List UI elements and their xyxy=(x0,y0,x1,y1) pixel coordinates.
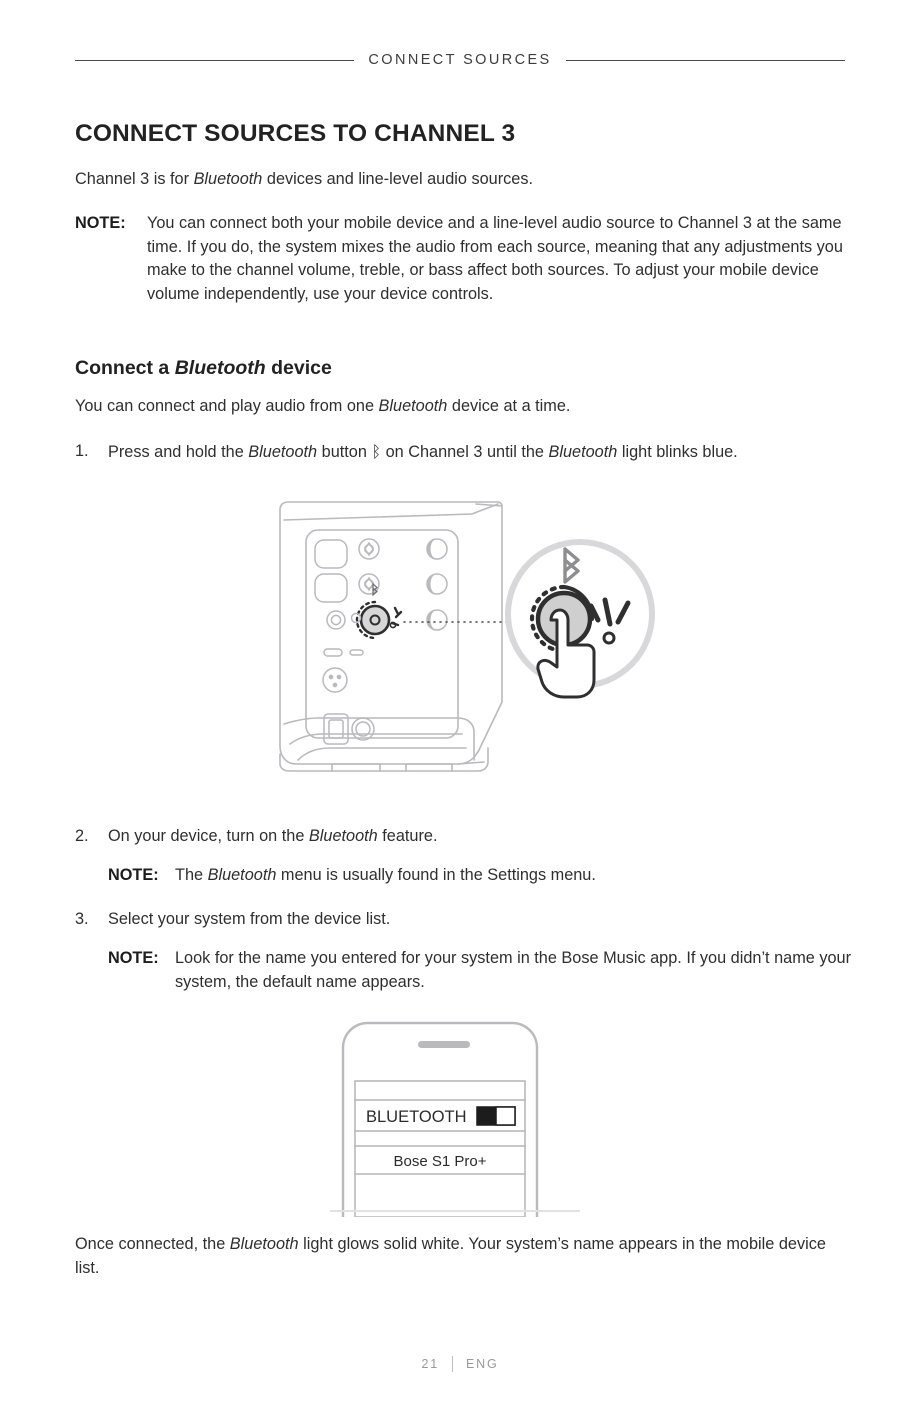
running-header-rule-right xyxy=(565,59,846,61)
step-2-text: On your device, turn on the Bluetooth fe… xyxy=(108,825,865,849)
sub-text-a: You can connect and play audio from one xyxy=(75,397,379,415)
section-heading-b: device xyxy=(265,357,332,379)
step-1-text-d: light blinks blue. xyxy=(617,443,738,461)
phone-figure-svg: BLUETOOTH Bose S1 Pro+ xyxy=(330,1021,580,1219)
outro-text-b: light glows solid white. Your system’s n… xyxy=(75,1235,826,1277)
bluetooth-button-highlight xyxy=(350,582,403,640)
note-label: NOTE: xyxy=(75,214,126,232)
step-1: 1. Press and hold the Bluetooth button ᛒ… xyxy=(75,440,865,465)
speaker-rear-panel-figure xyxy=(262,492,662,792)
phone-outline xyxy=(341,1021,539,1219)
note-2-italic: Bluetooth xyxy=(207,866,277,884)
step-2: 2. On your device, turn on the Bluetooth… xyxy=(75,825,865,849)
step-2-number: 2. xyxy=(75,827,89,845)
sub-italic: Bluetooth xyxy=(378,397,448,415)
footer-divider xyxy=(452,1356,453,1372)
step-3: 3. Select your system from the device li… xyxy=(75,908,865,932)
bluetooth-icon: ᛒ xyxy=(371,442,382,461)
intro-italic: Bluetooth xyxy=(193,170,263,188)
note-body: The Bluetooth menu is usually found in t… xyxy=(175,864,868,888)
step-1-italic-1: Bluetooth xyxy=(248,443,318,461)
note-block-top: NOTE: You can connect both your mobile d… xyxy=(75,212,865,306)
note-label: NOTE: xyxy=(108,949,159,967)
note-body: You can connect both your mobile device … xyxy=(147,214,843,303)
step-2-text-a: On your device, turn on the xyxy=(108,827,309,845)
step-2-italic: Bluetooth xyxy=(308,827,378,845)
section-subparagraph: You can connect and play audio from one … xyxy=(75,395,865,419)
note-2-text-a: The xyxy=(175,866,208,884)
step-1-italic-2: Bluetooth xyxy=(548,443,618,461)
section-heading-a: Connect a xyxy=(75,357,175,379)
section-heading: Connect a Bluetooth device xyxy=(75,357,332,380)
phone-speaker-grille xyxy=(418,1041,470,1048)
step-1-number: 1. xyxy=(75,442,89,460)
speaker-figure-svg xyxy=(279,501,655,772)
step-3-number: 3. xyxy=(75,910,89,928)
page-footer: 21 ENG xyxy=(0,1356,920,1372)
page-title: CONNECT SOURCES TO CHANNEL 3 xyxy=(75,120,516,147)
bluetooth-settings-list: BLUETOOTH Bose S1 Pro+ xyxy=(354,1080,526,1218)
outro-text-a: Once connected, the xyxy=(75,1235,230,1253)
section-heading-italic: Bluetooth xyxy=(174,357,266,379)
footer-page-number: 21 xyxy=(421,1357,439,1371)
running-header-label: CONNECT SOURCES xyxy=(368,52,552,68)
step-1-text-c: on Channel 3 until the xyxy=(381,443,549,461)
note-2-text-b: menu is usually found in the Settings me… xyxy=(276,866,596,884)
bluetooth-toggle xyxy=(476,1106,516,1126)
phone-bluetooth-list-figure: BLUETOOTH Bose S1 Pro+ xyxy=(330,1012,580,1219)
step-3-text: Select your system from the device list. xyxy=(108,910,391,928)
note-body: Look for the name you entered for your s… xyxy=(175,949,852,991)
step-1-text-a: Press and hold the xyxy=(108,443,249,461)
note-label: NOTE: xyxy=(108,866,159,884)
sub-text-b: device at a time. xyxy=(447,397,571,415)
intro-text-a: Channel 3 is for xyxy=(75,170,194,188)
footer-language: ENG xyxy=(466,1357,499,1371)
note-block-step-3: NOTE: Look for the name you entered for … xyxy=(108,947,863,994)
note-block-step-2: NOTE: The Bluetooth menu is usually foun… xyxy=(108,864,868,888)
outro-paragraph: Once connected, the Bluetooth light glow… xyxy=(75,1233,850,1280)
intro-paragraph: Channel 3 is for Bluetooth devices and l… xyxy=(75,168,865,192)
phone-device-name: Bose S1 Pro+ xyxy=(394,1153,487,1170)
pressing-hand-icon xyxy=(536,608,596,699)
step-1-text: Press and hold the Bluetooth button ᛒ on… xyxy=(108,440,865,465)
phone-bluetooth-label: BLUETOOTH xyxy=(366,1108,467,1126)
callout-circle xyxy=(505,539,655,699)
running-header: CONNECT SOURCES xyxy=(75,52,846,68)
intro-text-b: devices and line-level audio sources. xyxy=(262,170,533,188)
step-1-text-b: button xyxy=(317,443,372,461)
outro-italic: Bluetooth xyxy=(229,1235,299,1253)
step-2-text-b: feature. xyxy=(377,827,438,845)
running-header-rule-left xyxy=(75,59,355,61)
